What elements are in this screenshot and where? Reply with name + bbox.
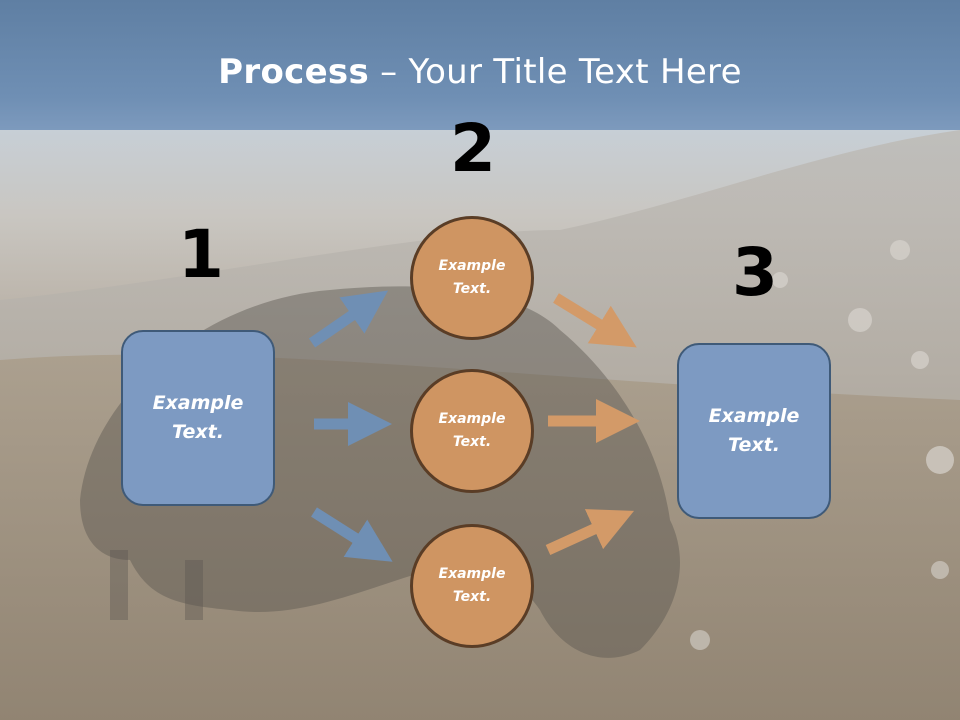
title-bold: Process	[218, 52, 370, 92]
arrow-1-to-circle-bottom	[311, 507, 393, 562]
title-banner	[0, 0, 960, 130]
circle-middle-line2: Text.	[452, 434, 492, 450]
step-number-1: 1	[178, 216, 224, 293]
step-3-text-line2: Text.	[728, 434, 780, 456]
step-2-circle-top[interactable]: Example Text.	[410, 216, 534, 340]
arrow-circle-bottom-to-3	[545, 509, 635, 556]
circle-top-line2: Text.	[452, 281, 492, 297]
title-rest: – Your Title Text Here	[369, 52, 742, 92]
step-1-box[interactable]: Example Text.	[121, 330, 275, 506]
step-3-text-line1: Example	[708, 405, 800, 427]
circle-middle-line1: Example	[438, 411, 506, 427]
step-number-3: 3	[732, 234, 778, 311]
circle-top-line1: Example	[438, 258, 506, 274]
step-1-text-line1: Example	[152, 392, 244, 414]
circle-bottom-line2: Text.	[452, 589, 492, 605]
step-3-box[interactable]: Example Text.	[677, 343, 831, 519]
step-number-2: 2	[450, 110, 496, 187]
step-1-text-line2: Text.	[172, 421, 224, 443]
arrow-1-to-circle-top	[308, 290, 389, 348]
arrow-circle-top-to-3	[553, 293, 637, 348]
slide-title: Process – Your Title Text Here	[0, 52, 960, 92]
step-2-circle-middle[interactable]: Example Text.	[410, 369, 534, 493]
step-2-circle-bottom[interactable]: Example Text.	[410, 524, 534, 648]
circle-bottom-line1: Example	[438, 566, 506, 582]
